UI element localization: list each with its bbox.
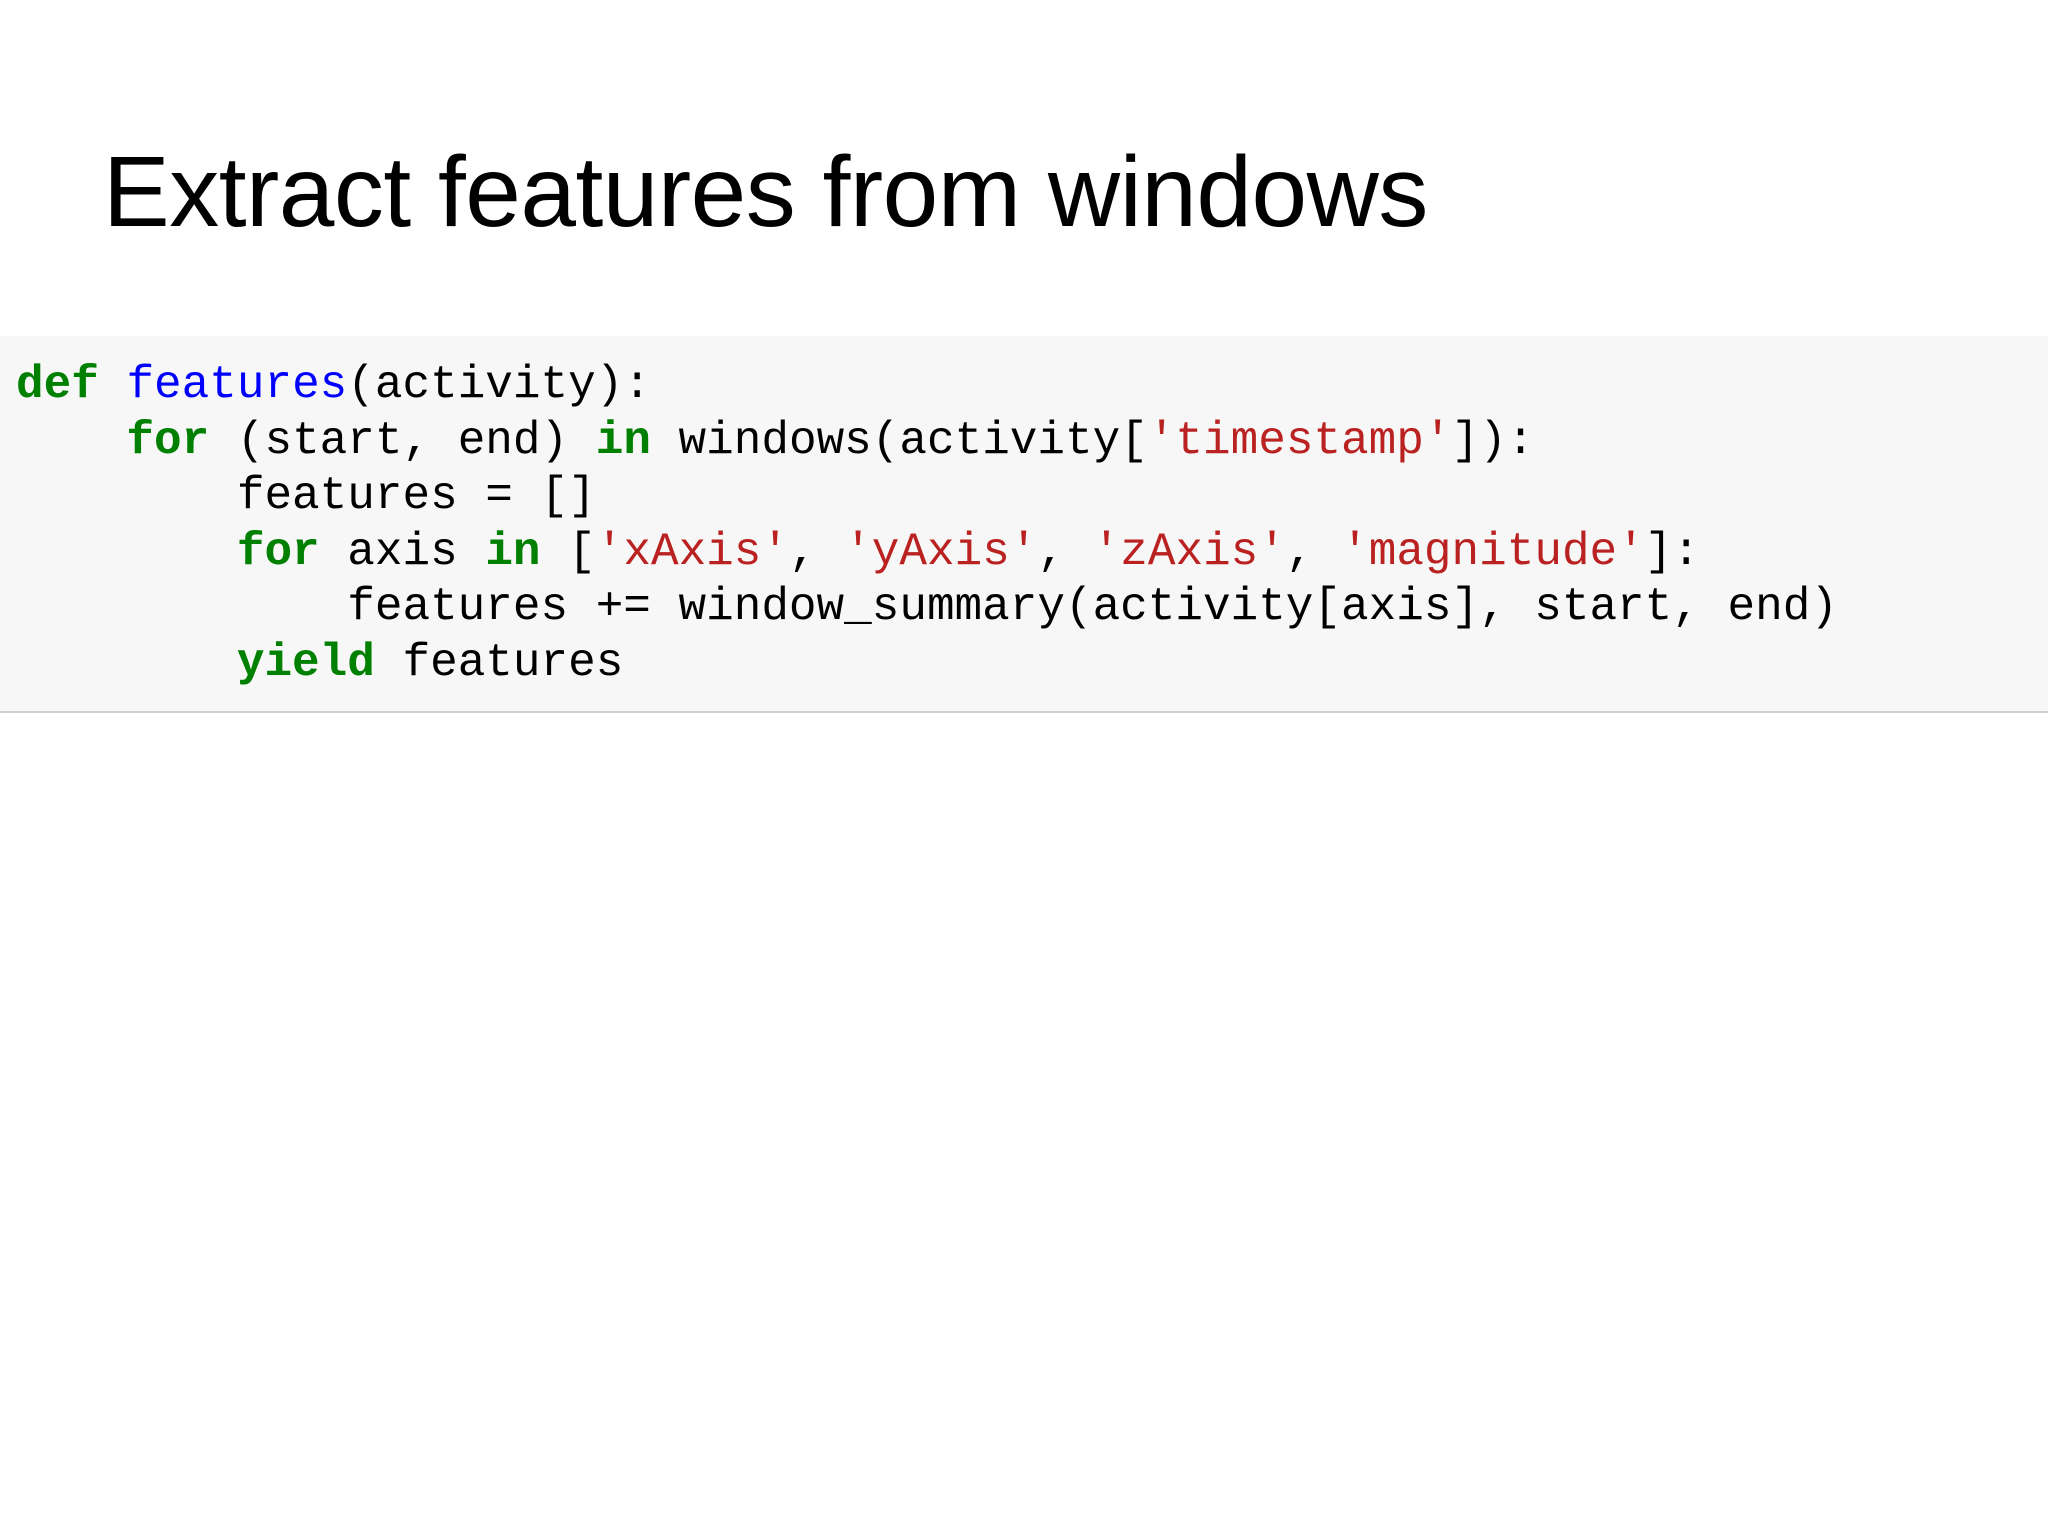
code-token: features	[374, 636, 624, 689]
code-token: ]:	[1644, 525, 1700, 578]
code-token	[16, 415, 126, 467]
code-line: for axis in ['xAxis', 'yAxis', 'zAxis', …	[16, 525, 1838, 581]
code-line: features += window_summary(activity[axis…	[16, 580, 1838, 636]
slide-title: Extract features from windows	[103, 136, 1428, 248]
code-token: features = []	[16, 470, 596, 523]
code-token-function-name: features	[126, 359, 348, 411]
code-token: ,	[788, 525, 845, 578]
code-block: def features(activity): for (start, end)…	[16, 358, 1838, 692]
code-token: axis	[319, 525, 486, 578]
code-token: windows(activity[	[650, 414, 1148, 467]
code-line: for (start, end) in windows(activity['ti…	[16, 414, 1838, 470]
code-token: features += window_summary(activity[axis…	[16, 581, 1838, 634]
code-token: ]):	[1451, 414, 1535, 467]
code-token-keyword: in	[595, 414, 651, 467]
code-line: yield features	[16, 636, 1838, 692]
code-token-keyword: for	[126, 414, 210, 467]
code-token-string: 'xAxis'	[595, 525, 789, 578]
code-token-string: 'timestamp'	[1147, 414, 1452, 467]
code-token	[16, 526, 237, 578]
code-token: ,	[1037, 525, 1093, 578]
code-token-string: 'zAxis'	[1092, 525, 1286, 578]
code-cell: def features(activity): for (start, end)…	[0, 336, 2048, 713]
code-token	[16, 637, 237, 689]
code-token-keyword: for	[236, 525, 320, 578]
code-token: [	[540, 525, 596, 578]
code-line: features = []	[16, 469, 1838, 525]
code-token-keyword: def	[16, 359, 99, 411]
code-token-keyword: yield	[236, 636, 375, 689]
code-line: def features(activity):	[16, 358, 1838, 414]
code-token	[99, 359, 127, 411]
code-token: (start, end)	[209, 414, 596, 467]
code-token-string: 'yAxis'	[844, 525, 1038, 578]
code-token-string: 'magnitude'	[1341, 525, 1645, 578]
code-token: (activity):	[347, 359, 651, 411]
code-token: ,	[1285, 525, 1342, 578]
code-token-keyword: in	[485, 525, 541, 578]
